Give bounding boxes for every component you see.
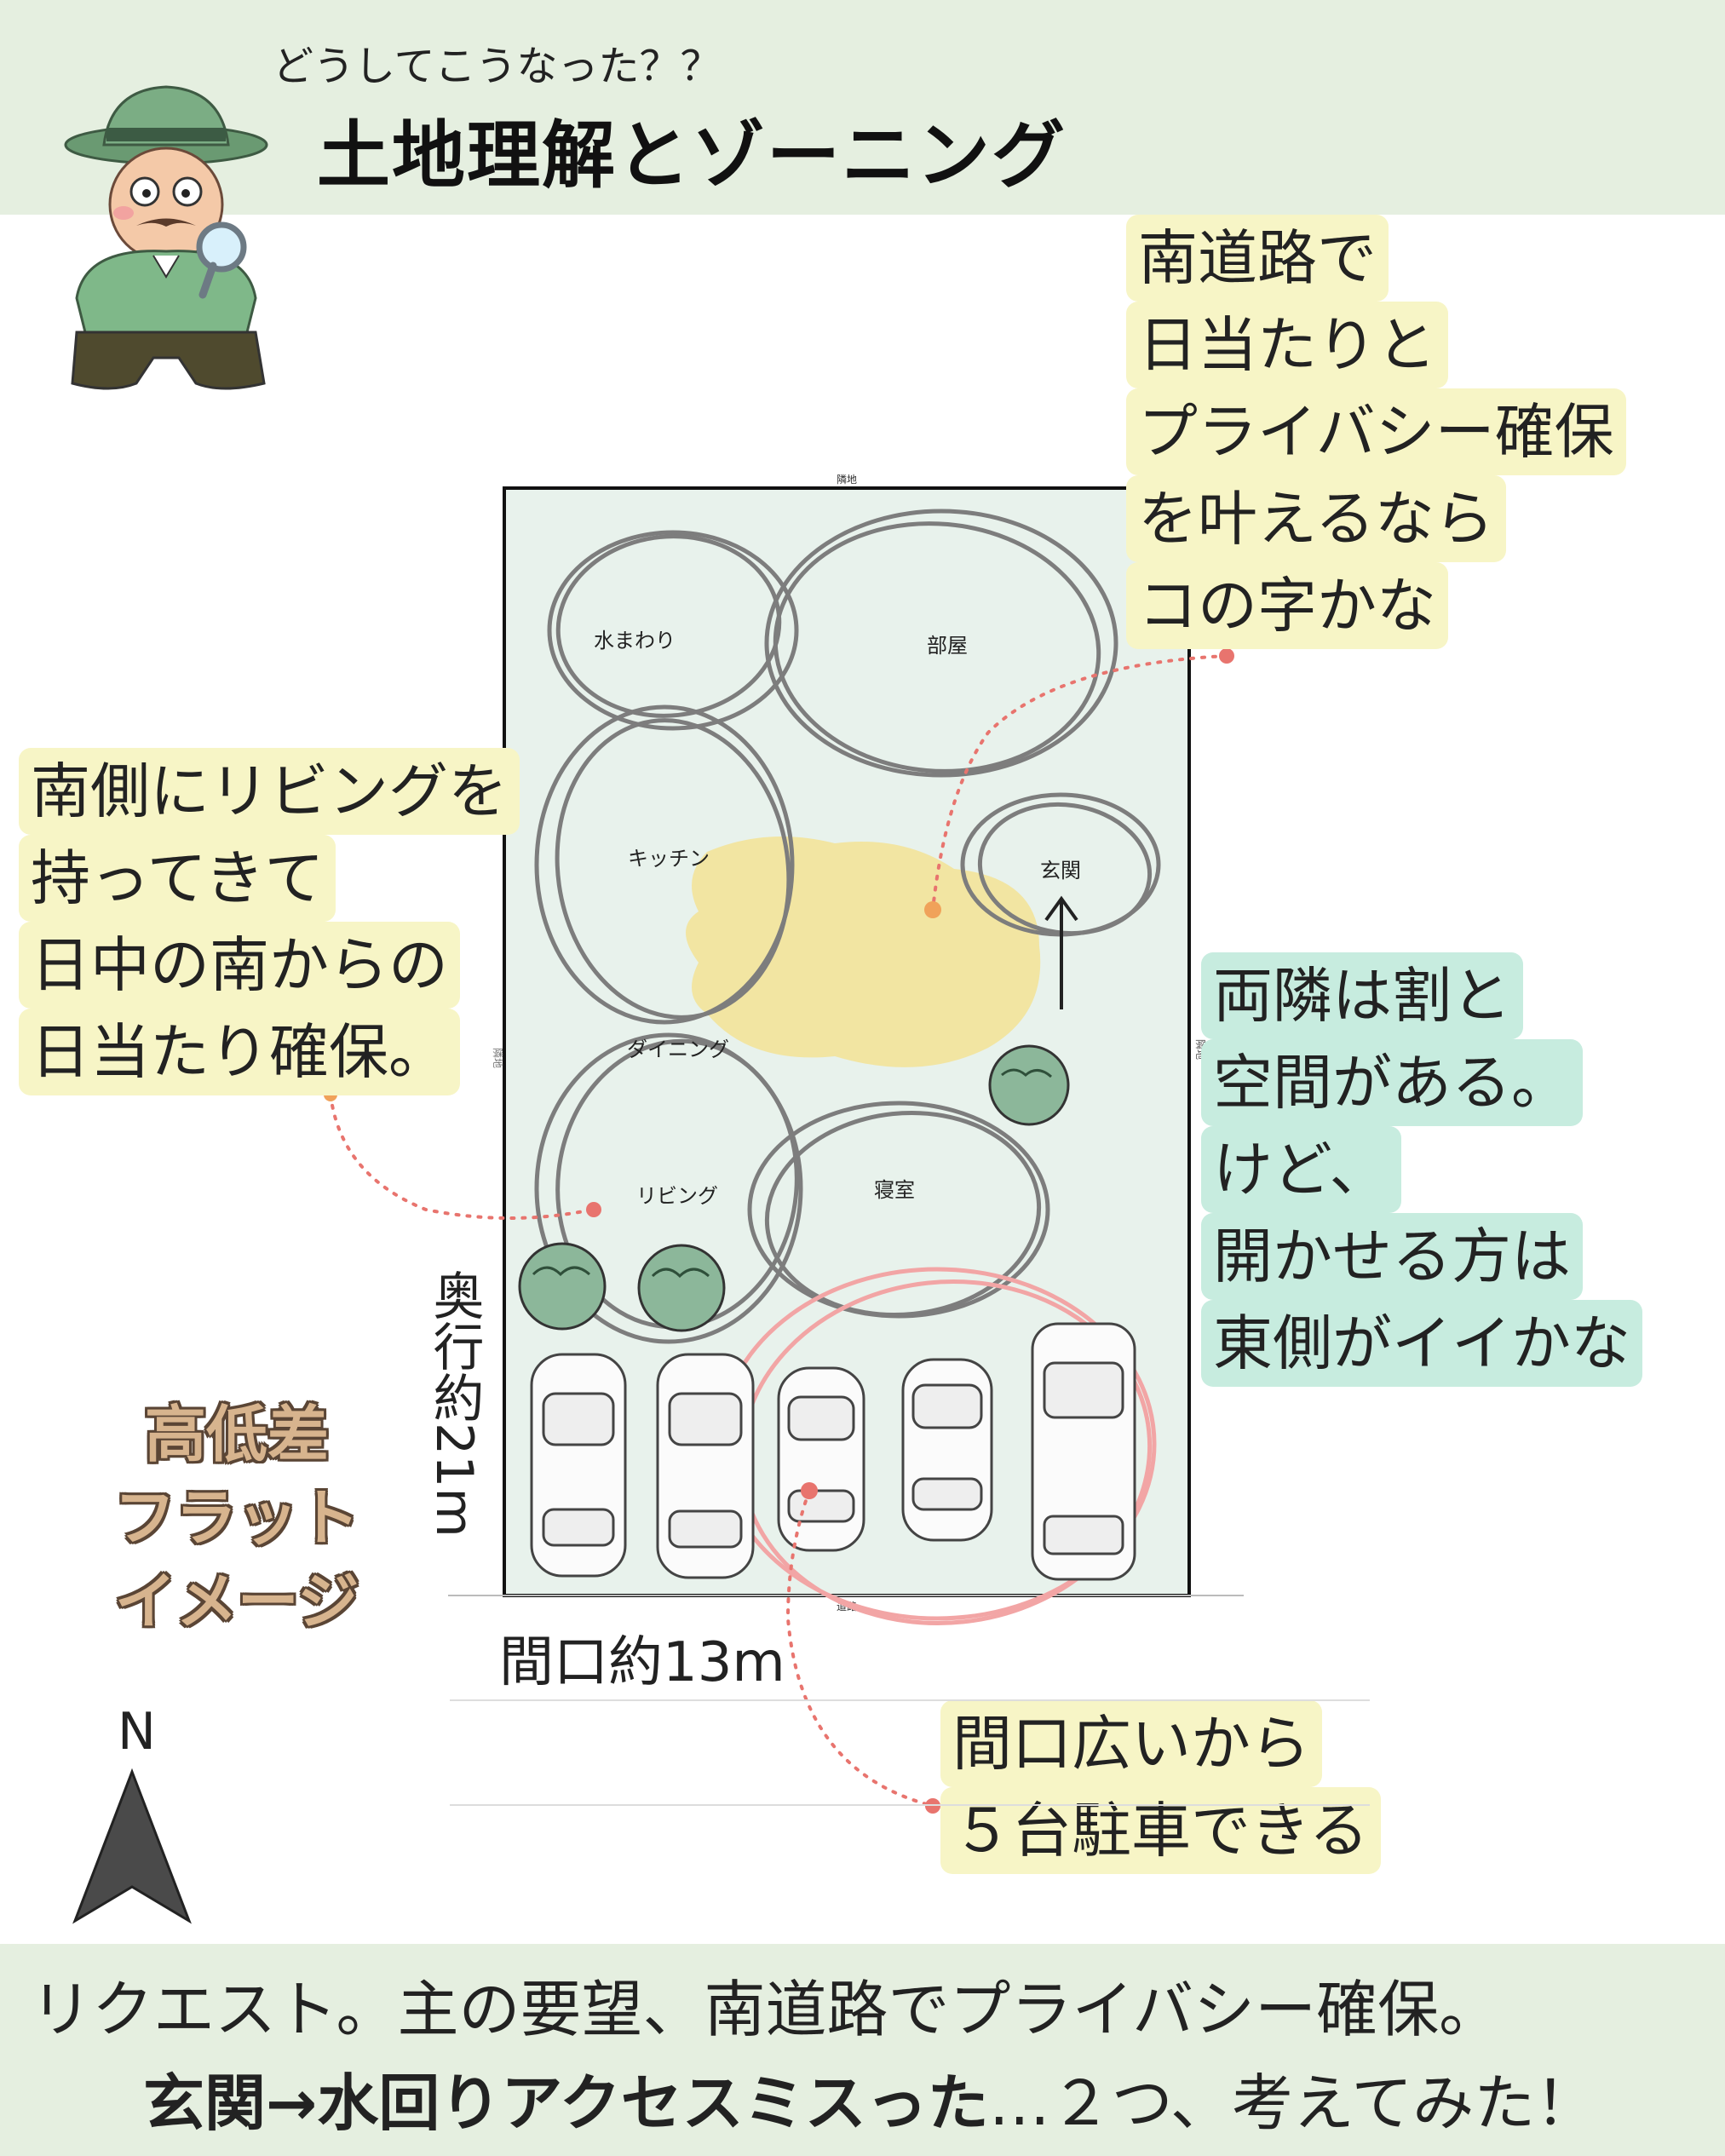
- width-label: 間口約13m: [499, 1631, 785, 1694]
- footer-band: [0, 1944, 1725, 2156]
- page-title: 土地理解とゾーニング: [317, 113, 1067, 198]
- depth-label: 奥行約21m: [424, 1269, 484, 1538]
- car-icon: [777, 1366, 865, 1552]
- room-label-room: 部屋: [927, 634, 968, 658]
- note-line: 両隣は割と: [1201, 952, 1523, 1039]
- west-side-label: 隣地: [492, 1048, 504, 1068]
- zone-room: [764, 509, 1118, 778]
- footer-rest: …２つ、考えてみた！: [988, 2067, 1597, 2139]
- note-line: コの字かな: [1126, 562, 1448, 649]
- note-line: を叶えるなら: [1126, 475, 1506, 562]
- note-line: けど、: [1201, 1126, 1401, 1213]
- note-line: 南道路で: [1126, 215, 1389, 302]
- car-icon: [1031, 1322, 1136, 1581]
- footer-line1: リクエスト。主の要望、南道路でプライバシー確保。: [31, 1974, 1501, 2045]
- note-living: 南側にリビングを 持ってきて 日中の南からの 日当たり確保。: [19, 748, 520, 1095]
- detective-illustration: [64, 85, 268, 390]
- tree-icon: [637, 1244, 726, 1332]
- zone-dining-living: [534, 1032, 803, 1344]
- zone-water: [547, 530, 799, 731]
- north-side-label: 隣地: [837, 473, 857, 486]
- room-label-water: 水まわり: [594, 629, 676, 653]
- car-icon: [530, 1353, 627, 1578]
- zone-kitchen: [534, 704, 795, 1025]
- car-icon: [656, 1353, 755, 1579]
- note-line: 開かせる方は: [1201, 1213, 1583, 1300]
- note-line: 日当たりと: [1126, 302, 1448, 388]
- note-line: 空間がある。: [1201, 1039, 1583, 1126]
- footer-line2: 玄関→水回りアクセスミスった…２つ、考えてみた！: [143, 2053, 1596, 2142]
- elevation-line: イメージ: [114, 1566, 359, 1637]
- tree-icon: [518, 1242, 607, 1331]
- subtitle: どうしてこうなった？？: [273, 43, 722, 90]
- tree-icon: [988, 1044, 1070, 1126]
- sunlight-zone: [686, 837, 1041, 1067]
- room-label-living: リビング: [636, 1184, 718, 1208]
- car-icon: [901, 1358, 993, 1542]
- compass-label: N: [118, 1702, 156, 1762]
- note-line: プライバシー確保: [1126, 388, 1626, 475]
- note-line: 東側がイイかな: [1201, 1300, 1642, 1387]
- divider: [450, 1804, 1370, 1806]
- note-line: 南側にリビングを: [19, 748, 520, 835]
- divider: [450, 1699, 1370, 1701]
- entrance-arrow-icon: [1044, 895, 1078, 1009]
- room-label-entrance: 玄関: [1040, 859, 1081, 883]
- note-line: 日中の南からの: [19, 922, 460, 1009]
- footer-bold: 玄関→水回りアクセスミスった: [143, 2067, 989, 2139]
- compass-arrow-icon: [72, 1768, 192, 1924]
- room-label-kitchen: キッチン: [628, 847, 710, 871]
- site-plan: 隣地 道路 隣地 隣地 水まわり 部屋 キッチン 玄関 ダイニング リビング 寝…: [448, 473, 1244, 1625]
- room-label-bedroom: 寝室: [874, 1178, 915, 1202]
- note-line: 持ってきて: [19, 835, 336, 922]
- note-line: 間口広いから: [940, 1700, 1322, 1787]
- note-sides: 両隣は割と 空間がある。 けど、 開かせる方は 東側がイイかな: [1201, 952, 1642, 1387]
- room-label-dining: ダイニング: [627, 1038, 729, 1061]
- note-parking: 間口広いから ５台駐車できる: [940, 1700, 1381, 1874]
- note-line: 日当たり確保。: [19, 1009, 460, 1095]
- header-band: [0, 0, 1725, 215]
- elevation-label: 高低差 フラット イメージ: [101, 1393, 373, 1643]
- note-south-road: 南道路で 日当たりと プライバシー確保 を叶えるなら コの字かな: [1126, 215, 1626, 649]
- note-line: ５台駐車できる: [940, 1787, 1381, 1874]
- elevation-line: 高低差: [144, 1399, 329, 1470]
- elevation-line: フラット: [113, 1482, 359, 1554]
